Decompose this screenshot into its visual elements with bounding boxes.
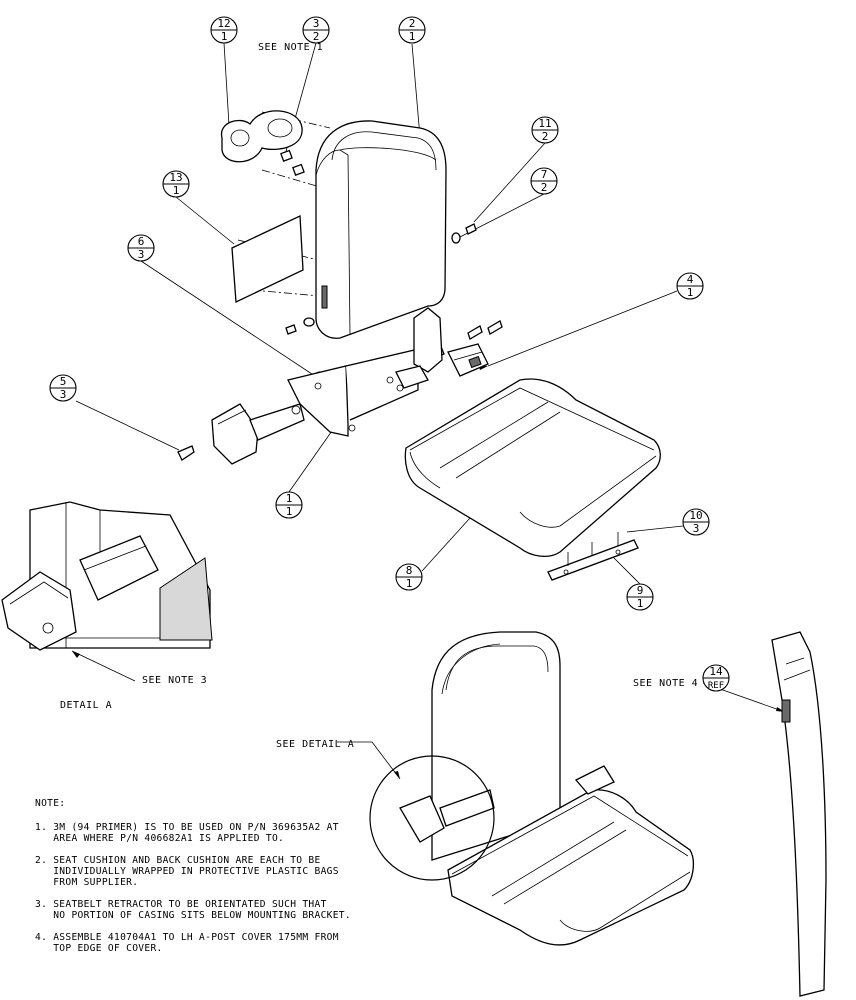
notes-heading: NOTE: — [35, 798, 66, 809]
balloon-item-number: 2 — [409, 17, 416, 30]
balloon-b11: 112 — [531, 116, 559, 144]
bolt — [177, 445, 195, 461]
note-4: 4. ASSEMBLE 410704A1 TO LH A-POST COVER … — [35, 932, 339, 954]
see-detail-a-label: SEE DETAIL A — [276, 739, 354, 750]
balloon-b6: 63 — [127, 234, 155, 262]
balloon-b10: 103 — [682, 508, 710, 536]
balloon-quantity: 1 — [406, 577, 413, 590]
seatbelt-retractor — [211, 403, 305, 465]
fasteners-upper — [285, 223, 503, 381]
seat-cushion — [404, 378, 661, 558]
balloon-b1: 11 — [275, 491, 303, 519]
see-note-3-label: SEE NOTE 3 — [142, 675, 207, 686]
balloon-quantity: 1 — [173, 184, 180, 197]
balloon-item-number: 8 — [406, 564, 413, 577]
balloon-quantity: 2 — [541, 181, 548, 194]
balloon-item-number: 4 — [687, 273, 694, 286]
balloon-b4: 41 — [676, 272, 704, 300]
note-2: 2. SEAT CUSHION AND BACK CUSHION ARE EAC… — [35, 855, 339, 888]
detail-a-callout-circle — [369, 755, 495, 881]
balloon-item-number: 12 — [217, 17, 230, 30]
balloon-b3: 32 — [302, 16, 330, 44]
balloon-b12: 121 — [210, 16, 238, 44]
balloon-quantity: 2 — [542, 130, 549, 143]
balloon-quantity: 3 — [60, 388, 67, 401]
back-cushion — [315, 120, 447, 339]
balloon-item-number: 13 — [169, 171, 182, 184]
notes-block: NOTE: 1. 3M (94 PRIMER) IS TO BE USED ON… — [35, 798, 455, 965]
balloon-item-number: 7 — [541, 168, 548, 181]
balloon-b13: 131 — [162, 170, 190, 198]
balloon-quantity: 1 — [687, 286, 694, 299]
balloon-item-number: 10 — [689, 509, 702, 522]
balloon-b9: 91 — [626, 583, 654, 611]
balloon-item-number: 3 — [313, 17, 320, 30]
balloon-item-number: 6 — [138, 235, 145, 248]
headrest — [220, 110, 303, 163]
seatbelt-buckle — [447, 343, 489, 377]
balloon-b8: 81 — [395, 563, 423, 591]
balloon-quantity: 1 — [409, 30, 416, 43]
balloon-quantity: 3 — [138, 248, 145, 261]
balloon-item-number: 9 — [637, 584, 644, 597]
detail-a-view — [1, 501, 213, 651]
balloon-quantity: 3 — [693, 522, 700, 535]
label-plate — [231, 215, 304, 303]
balloon-b7: 72 — [530, 167, 558, 195]
assembled-seat-view — [369, 631, 695, 946]
note-3: 3. SEATBELT RETRACTOR TO BE ORIENTATED S… — [35, 899, 351, 921]
see-note-4-label: SEE NOTE 4 — [633, 678, 698, 689]
balloon-item-number: 14 — [709, 665, 723, 678]
balloon-item-number: 1 — [286, 492, 293, 505]
leader-lines — [71, 42, 786, 780]
balloon-quantity: REF — [708, 681, 724, 691]
see-note-1-label: SEE NOTE 1 — [258, 42, 323, 53]
mounting-strip — [547, 532, 639, 581]
balloon-quantity: 1 — [221, 30, 228, 43]
a-post-cover — [771, 631, 827, 997]
balloon-quantity: 1 — [286, 505, 293, 518]
balloon-item-number: 11 — [538, 117, 551, 130]
balloon-b5: 53 — [49, 374, 77, 402]
adhesive-pad-upper — [280, 149, 293, 162]
detail-a-label: DETAIL A — [60, 700, 112, 711]
mounting-bracket — [287, 307, 445, 437]
balloon-quantity: 1 — [637, 597, 644, 610]
note-1: 1. 3M (94 PRIMER) IS TO BE USED ON P/N 3… — [35, 822, 339, 844]
adhesive-pad-lower — [292, 163, 305, 176]
balloon-b2: 21 — [398, 16, 426, 44]
balloon-quantity: 2 — [313, 30, 320, 43]
balloon-item-number: 5 — [60, 375, 67, 388]
